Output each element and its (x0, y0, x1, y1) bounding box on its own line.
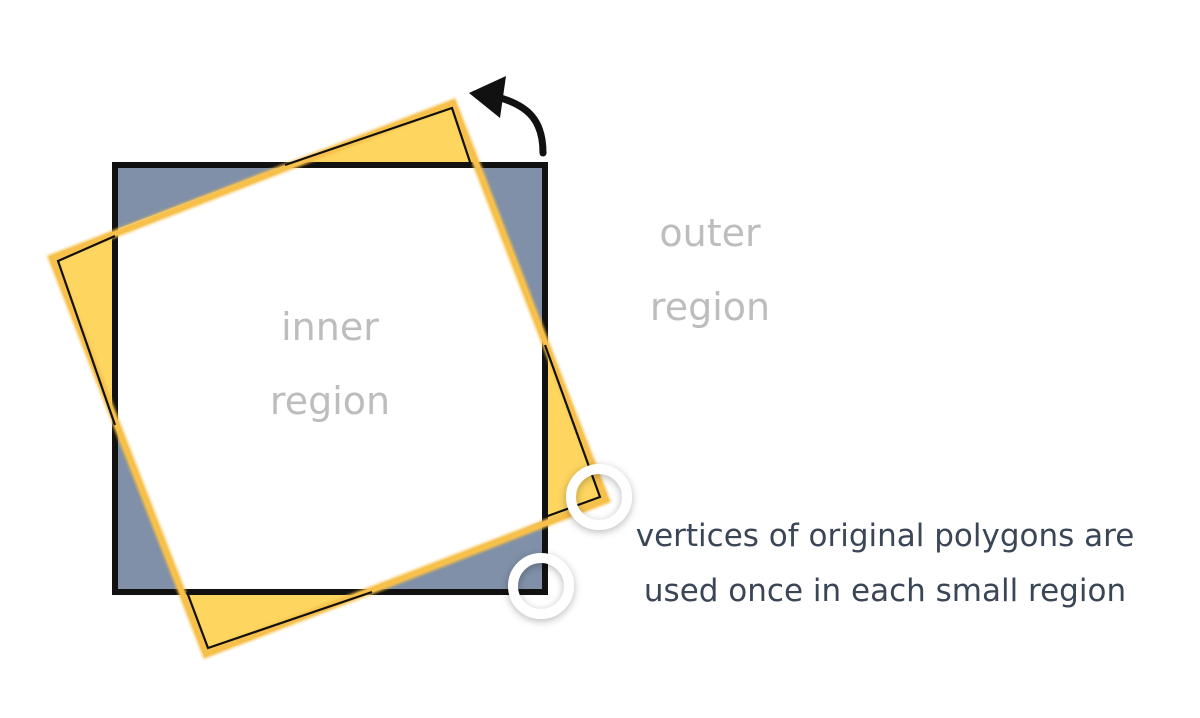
vertex-marker-yellow (566, 464, 632, 530)
edge-right (543, 344, 602, 519)
outer-region-label-line2: region (650, 285, 770, 329)
edge-bottom (185, 590, 373, 650)
rotated-square-outline (48, 99, 610, 658)
vertex-marker-blue (508, 553, 574, 619)
curved-arrow-icon (469, 76, 547, 157)
annotation-line2: used once in each small region (644, 573, 1126, 609)
edge-left (56, 234, 117, 426)
inner-region-label-line2: region (270, 379, 390, 423)
yellow-triangle-edges (56, 106, 602, 650)
outer-region-label-line1: outer (659, 211, 761, 255)
inner-region-label-line1: inner (281, 305, 379, 349)
edge-top (284, 106, 473, 167)
ring-marker-icon (508, 553, 574, 619)
original-square-outline (112, 162, 548, 595)
ring-marker-icon (566, 464, 632, 530)
annotation-line1: vertices of original polygons are (636, 518, 1135, 554)
